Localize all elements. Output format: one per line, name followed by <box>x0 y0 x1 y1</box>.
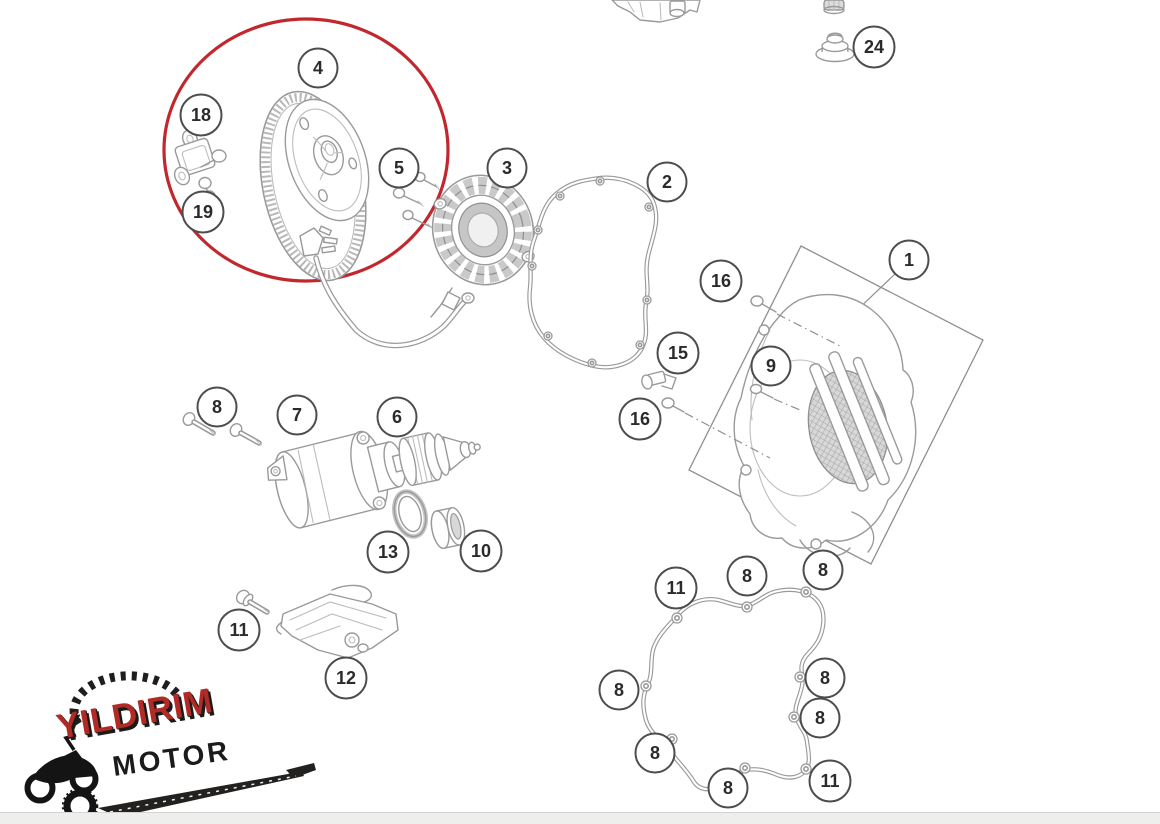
highlight-ellipse <box>162 17 450 283</box>
bolt-part-11 <box>235 589 270 615</box>
gasket-2-holes <box>527 176 654 368</box>
callout-number-8: 8 <box>723 778 733 798</box>
callout-layer: 4 18 19 5 3 2 24 1 16 15 9 16 8 7 6 13 10 11 12 11 8 8 8 8 8 8 8 11 <box>179 25 930 809</box>
callout-circle-13 <box>366 530 410 574</box>
bushing-part-10 <box>430 506 466 550</box>
callout-number-2: 2 <box>662 172 672 192</box>
cover-slats <box>809 351 903 492</box>
starter-drive-gear-part-6 <box>398 432 481 487</box>
callout-circle-16 <box>618 397 662 441</box>
ignition-cover-gasket-part-2 <box>527 175 659 370</box>
callout-number-8: 8 <box>818 560 828 580</box>
callout-circle-8 <box>598 669 640 711</box>
callout-circle-8 <box>802 549 844 591</box>
fitting-part-15 <box>641 370 677 390</box>
callout-circle-7 <box>276 394 318 436</box>
bolt-16-bottom <box>661 397 771 459</box>
callout-circle-8 <box>196 386 238 428</box>
callout-circle-24 <box>852 25 896 69</box>
callout-number-8: 8 <box>815 708 825 728</box>
callout-circle-8 <box>799 697 841 739</box>
callout-number-18: 18 <box>191 105 211 125</box>
callout-number-12: 12 <box>336 668 356 688</box>
starter-guard-part-12 <box>275 584 399 659</box>
callout-circle-16 <box>699 259 743 303</box>
clutch-gasket-holes <box>640 586 812 775</box>
stator-wire-harness <box>299 225 475 349</box>
callout-number-10: 10 <box>471 541 491 561</box>
flywheel-part-4 <box>259 90 370 282</box>
callout-number-6: 6 <box>392 407 402 427</box>
rubber-cap-part-24 <box>815 32 855 63</box>
pulse-sensor-part-18 <box>173 129 227 197</box>
callout-number-8: 8 <box>650 743 660 763</box>
callout-number-9: 9 <box>766 356 776 376</box>
callout-number-11: 11 <box>229 620 248 640</box>
dirt-bike-silhouette <box>24 733 99 804</box>
clutch-cover-gasket <box>640 586 826 792</box>
scrollbar-track-fill[interactable] <box>0 812 1160 824</box>
stator-part-3 <box>430 174 535 318</box>
callout-number-15: 15 <box>668 343 688 363</box>
callout-circle-1 <box>888 239 930 281</box>
sprocket-arc <box>69 671 184 727</box>
callout-number-8: 8 <box>742 566 752 586</box>
callout-circle-8 <box>726 555 768 597</box>
callout-circle-3 <box>486 147 528 189</box>
callout-circle-8 <box>634 732 676 774</box>
callout-circle-19 <box>181 190 225 234</box>
callout-circle-5 <box>378 147 420 189</box>
callout-number-11: 11 <box>820 771 839 791</box>
chain-whip <box>98 763 316 817</box>
callout-number-1: 1 <box>904 250 914 270</box>
callout-circle-8 <box>707 767 749 809</box>
callout-circle-11 <box>808 759 852 803</box>
o-ring-part-13 <box>391 489 429 539</box>
callout-number-3: 3 <box>502 158 512 178</box>
callout-number-11: 11 <box>666 578 685 598</box>
callout-number-16: 16 <box>711 271 731 291</box>
bolt-16-top <box>750 295 841 347</box>
callout-number-4: 4 <box>313 58 323 78</box>
callout-circle-6 <box>376 396 418 438</box>
bolts-part-5 <box>392 171 440 230</box>
callout-number-8: 8 <box>820 668 830 688</box>
callout-circle-12 <box>324 656 368 700</box>
cut-off-component-top <box>611 0 701 23</box>
callout-circle-15 <box>656 331 700 375</box>
callout-number-7: 7 <box>292 405 302 425</box>
callout-number-8: 8 <box>614 680 624 700</box>
cut-off-plug-top <box>823 0 845 15</box>
callout-circle-4 <box>297 47 339 89</box>
callout-circle-11 <box>217 608 261 652</box>
callout-number-16: 16 <box>630 409 650 429</box>
callout-circle-18 <box>179 93 223 137</box>
callout-circle-11 <box>654 566 698 610</box>
callout-circle-2 <box>646 161 688 203</box>
callout-number-13: 13 <box>378 542 398 562</box>
bottom-scrollbar-track[interactable] <box>0 812 1160 824</box>
screw-part-9 <box>749 383 801 411</box>
callout-number-24: 24 <box>864 37 884 57</box>
callout-circle-9 <box>750 345 792 387</box>
callout-number-5: 5 <box>394 158 404 178</box>
callout-circle-8 <box>804 657 846 699</box>
callout-number-19: 19 <box>193 202 213 222</box>
bolts-part-8 <box>182 412 262 446</box>
callout-number-8: 8 <box>212 397 222 417</box>
callout-circle-10 <box>459 529 503 573</box>
